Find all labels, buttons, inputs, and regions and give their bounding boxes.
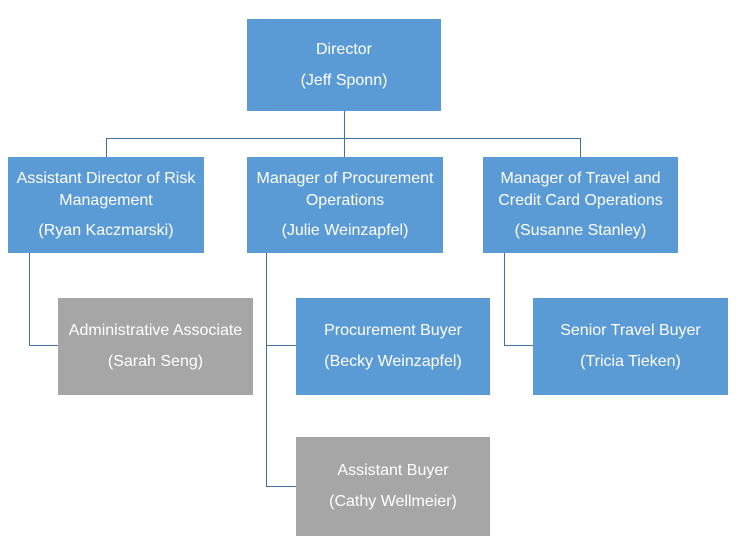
node-person: (Cathy Wellmeier) <box>329 493 457 510</box>
node-person: (Ryan Kaczmarski) <box>38 222 174 240</box>
node-person: (Julie Weinzapfel) <box>281 222 409 240</box>
node-person: (Jeff Sponn) <box>300 71 388 89</box>
connector-line <box>504 253 505 346</box>
node-person: (Becky Weinzapfel) <box>324 353 462 370</box>
node-title: Manager of Procurement Operations <box>256 170 434 209</box>
org-node-assistant-director-risk-management: Assistant Director of Risk Management (R… <box>8 157 204 253</box>
connector-line <box>106 138 107 157</box>
connector-line <box>29 253 30 346</box>
org-node-manager-travel-credit-card-operations: Manager of Travel and Credit Card Operat… <box>483 157 678 253</box>
connector-line <box>344 111 345 138</box>
org-node-administrative-associate: Administrative Associate (Sarah Seng) <box>58 298 253 395</box>
connector-line <box>266 486 296 487</box>
connector-line <box>580 138 581 157</box>
connector-line <box>344 138 345 157</box>
node-title: Assistant Buyer <box>337 462 449 480</box>
org-node-director: Director (Jeff Sponn) <box>247 19 441 111</box>
org-node-manager-procurement-operations: Manager of Procurement Operations (Julie… <box>247 157 443 253</box>
node-title: Director <box>315 40 372 58</box>
connector-line <box>504 345 533 346</box>
node-person: (Sarah Seng) <box>107 353 204 370</box>
connector-line <box>106 138 581 139</box>
node-title: Administrative Associate <box>68 322 243 340</box>
connector-line <box>266 345 296 346</box>
node-title: Assistant Director of Risk Management <box>16 170 196 209</box>
node-title: Manager of Travel and Credit Card Operat… <box>498 170 663 209</box>
node-person: (Tricia Tieken) <box>580 353 681 370</box>
node-person: (Susanne Stanley) <box>514 222 647 240</box>
org-node-senior-travel-buyer: Senior Travel Buyer (Tricia Tieken) <box>533 298 728 395</box>
node-title: Procurement Buyer <box>324 322 462 340</box>
connector-line <box>266 253 267 487</box>
connector-line <box>29 345 58 346</box>
org-node-procurement-buyer: Procurement Buyer (Becky Weinzapfel) <box>296 298 490 395</box>
org-node-assistant-buyer: Assistant Buyer (Cathy Wellmeier) <box>296 437 490 536</box>
node-title: Senior Travel Buyer <box>560 322 701 340</box>
